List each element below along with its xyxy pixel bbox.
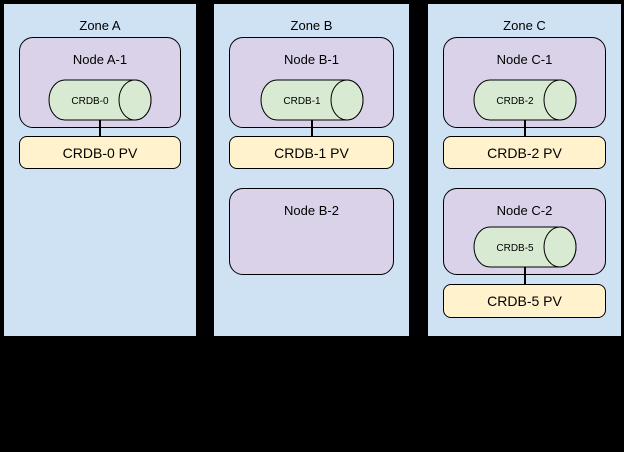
crdb-0-pv-box: CRDB-0 PV: [19, 136, 181, 169]
node-c-2-title: Node C-2: [496, 203, 553, 218]
crdb-5-pv-label: CRDB-5 PV: [487, 293, 562, 309]
zone-a-label: Zone A: [79, 18, 121, 33]
crdb-1-label: CRDB-1: [283, 96, 321, 107]
crdb-1-cylinder-icon: CRDB-1: [260, 79, 363, 121]
connector-c-1: [523, 120, 526, 136]
zone-a: Zone A Node A-1 CRDB-0 CRDB-0 PV: [3, 3, 197, 337]
node-a-1-title: Node A-1: [72, 52, 128, 67]
node-b-2: Node B-2: [229, 188, 394, 275]
connector-c-2: [523, 267, 526, 284]
crdb-2-cylinder-icon: CRDB-2: [473, 79, 576, 121]
crdb-0-cylinder-icon: CRDB-0: [48, 79, 152, 121]
crdb-2-pv-label: CRDB-2 PV: [487, 144, 562, 161]
crdb-1-pv-label: CRDB-1 PV: [274, 144, 349, 161]
zone-b-label: Zone B: [290, 18, 333, 33]
crdb-1-pv-box: CRDB-1 PV: [229, 136, 394, 169]
crdb-2-pv-box: CRDB-2 PV: [443, 136, 606, 169]
zone-c: Zone C Node C-1 CRDB-2 CRDB-2 PV Node C-…: [427, 3, 622, 337]
node-b-1: Node B-1 CRDB-1: [229, 37, 394, 128]
zone-c-label: Zone C: [503, 18, 546, 33]
node-c-1: Node C-1 CRDB-2: [443, 37, 606, 128]
node-b-2-title: Node B-2: [284, 203, 339, 218]
connector-b-1: [310, 120, 313, 136]
connector-a-1: [99, 120, 101, 136]
crdb-5-cylinder-icon: CRDB-5: [473, 226, 576, 268]
node-b-1-title: Node B-1: [284, 52, 339, 67]
crdb-5-pv-box: CRDB-5 PV: [443, 284, 606, 318]
node-a-1: Node A-1 CRDB-0: [19, 37, 181, 128]
crdb-5-label: CRDB-5: [496, 243, 534, 254]
crdb-0-label: CRDB-0: [71, 96, 109, 107]
zone-b: Zone B Node B-1 CRDB-1 CRDB-1 PV Node B-…: [213, 3, 410, 337]
crdb-0-pv-label: CRDB-0 PV: [62, 144, 138, 161]
node-c-1-title: Node C-1: [496, 52, 553, 67]
node-c-2: Node C-2 CRDB-5: [443, 188, 606, 275]
crdb-2-label: CRDB-2: [496, 96, 534, 107]
